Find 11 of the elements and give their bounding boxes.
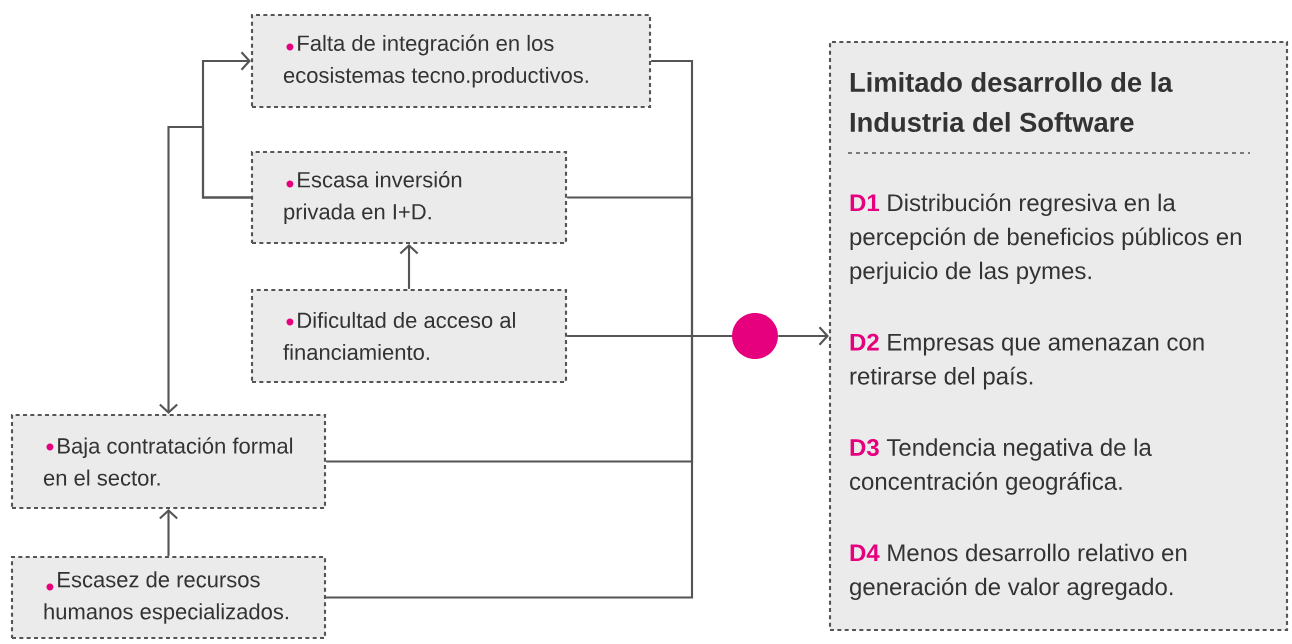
arrow (778, 326, 829, 346)
junction-dot (732, 313, 778, 359)
arrow (159, 509, 178, 556)
cause-box: Escasa inversión privada en I+D. (250, 150, 568, 245)
effects-panel: Limitado desarrollo de la Industria del Software D1 Distribución regresiva en la percepción de beneficios públicos en perjuicio de las pymes. D2 Empresas que amenazan con retirarse del país. D3 Tendencia negativa de la concentración geográfica. D4 Menos desarrollo relativo en generación de valor agregado. (828, 40, 1289, 632)
arrow (399, 244, 419, 289)
arrow (159, 125, 251, 414)
cause-box: Falta de integración en los ecosistemas tecno.productivos. (250, 13, 652, 109)
cause-box: Escasez de recursos humanos especializados. (10, 555, 327, 640)
cause-box: Baja contratación formal en el sector. (10, 413, 327, 510)
cause-box: Dificultad de acceso al financiamiento. (250, 288, 568, 384)
